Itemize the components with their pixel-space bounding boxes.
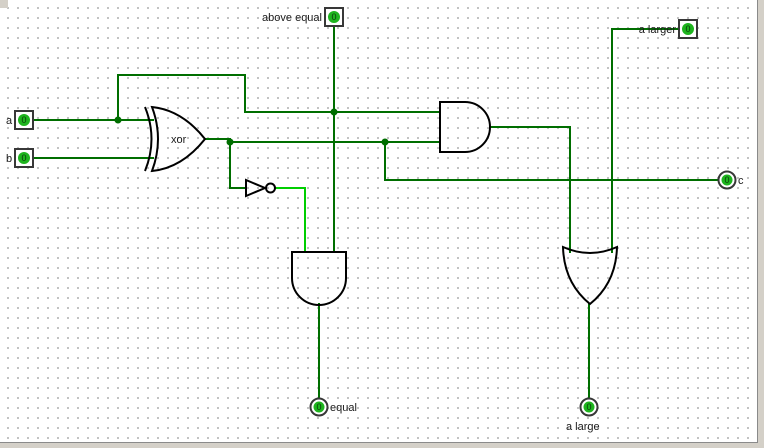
junction-dot [330, 108, 338, 116]
xor-gate-body[interactable] [150, 105, 207, 173]
label-above-equal: above equal [262, 12, 322, 24]
or-gate[interactable] [561, 245, 619, 306]
label-a-larger: a larger [639, 24, 677, 36]
junction-dot [381, 138, 389, 146]
not-gate[interactable] [245, 178, 276, 198]
wires-low[interactable] [32, 25, 720, 400]
pin-value-b: 0 [21, 153, 26, 163]
pin-value-above-equal: 0 [331, 12, 336, 22]
not-gate-triangle[interactable] [245, 178, 268, 198]
pin-value-disc [18, 114, 30, 126]
label-xor-gate: xor [171, 134, 187, 146]
pin-bodies [14, 7, 737, 417]
pin-value-a-large: 0 [586, 402, 591, 412]
label-a-large: a large [566, 421, 600, 433]
pin-value-a-larger: 0 [685, 24, 690, 34]
pin-value-disc [18, 152, 30, 164]
and-gate-bottom[interactable] [291, 251, 347, 306]
pin-value-a: 0 [21, 115, 26, 125]
pin-value-digits: 0 0 0 0 0 0 0 [21, 12, 729, 412]
component-labels: a b above equal a larger c equal a large… [6, 12, 744, 433]
pin-value-disc [313, 401, 325, 413]
pin-value-discs [18, 11, 733, 413]
canvas-corner [0, 0, 8, 8]
and-gate-top[interactable] [439, 101, 491, 153]
pin-value-equal: 0 [316, 402, 321, 412]
label-c: c [738, 175, 744, 187]
pin-value-disc [583, 401, 595, 413]
xor-gate[interactable] [144, 105, 207, 173]
wires-high[interactable] [275, 187, 306, 253]
junction-dots [114, 108, 389, 146]
junction-dot [114, 116, 122, 124]
gates [144, 101, 619, 306]
pin-value-c: 0 [724, 175, 729, 185]
pin-value-disc [328, 11, 340, 23]
not-gate-bubble[interactable] [265, 182, 276, 194]
junction-dot [226, 138, 234, 146]
label-b: b [6, 153, 12, 165]
pin-value-disc [682, 23, 694, 35]
pin-value-disc [721, 174, 733, 186]
xor-gate-arc[interactable] [144, 106, 153, 172]
label-a: a [6, 115, 13, 127]
label-equal: equal [330, 402, 357, 414]
